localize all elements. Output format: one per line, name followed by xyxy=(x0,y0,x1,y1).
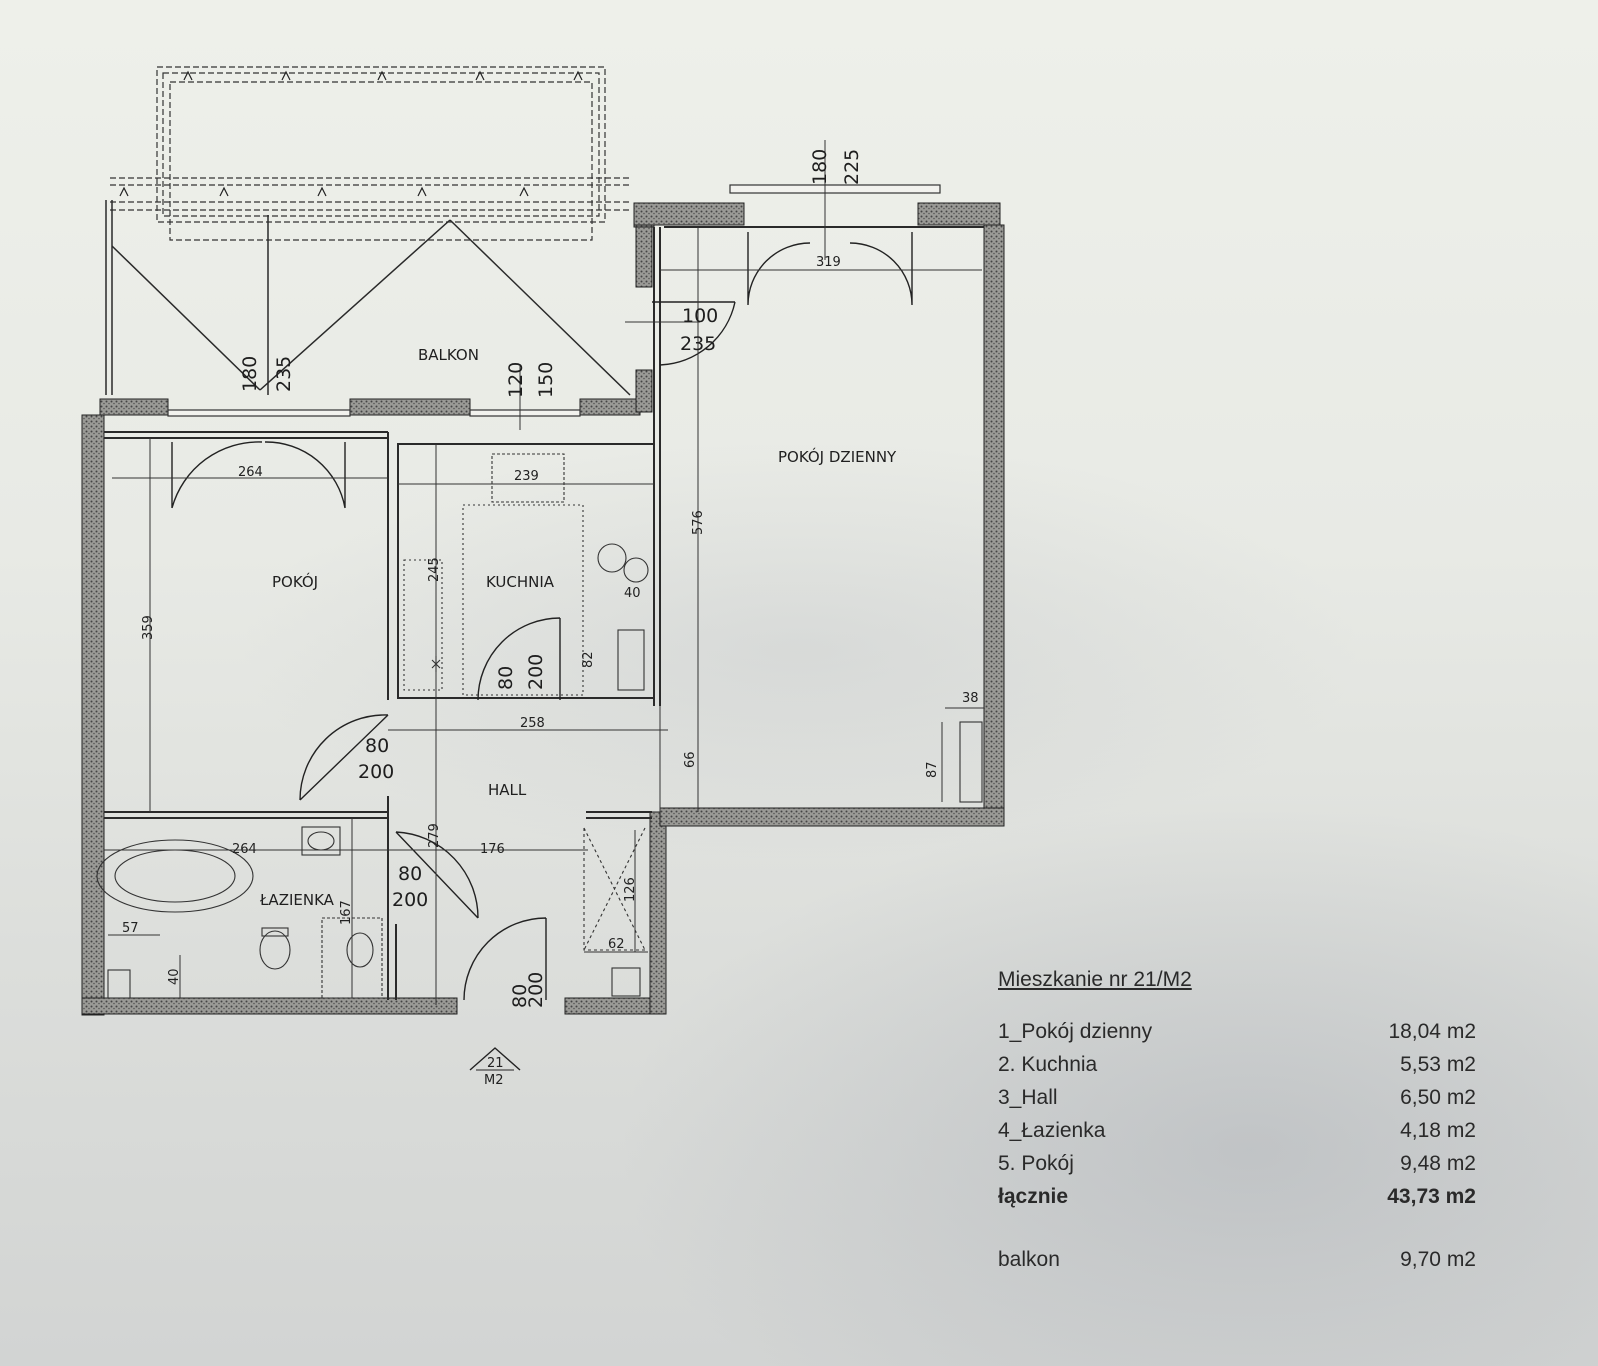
dim-87: 87 xyxy=(925,761,940,778)
dim-82: 82 xyxy=(581,651,596,668)
summary-balcony-name: balkon xyxy=(998,1248,1060,1271)
summary-room-name: 1_Pokój dzienny xyxy=(998,1020,1153,1043)
dim-120: 120 xyxy=(505,362,527,398)
balcony-railing xyxy=(110,66,630,241)
summary-room-area: 4,18 m2 xyxy=(1400,1119,1476,1142)
room-label-balkon: BALKON xyxy=(418,346,479,364)
dim-80-kuchnia: 80 xyxy=(495,666,517,690)
dim-264-a: 264 xyxy=(238,465,263,480)
dim-235-a: 235 xyxy=(680,333,716,355)
dim-40-a: 40 xyxy=(624,586,641,601)
room-label-kuchnia: KUCHNIA xyxy=(486,573,555,591)
summary-room-area: 5,53 m2 xyxy=(1400,1053,1476,1076)
dim-167: 167 xyxy=(339,900,354,925)
room-label-lazienka: ŁAZIENKA xyxy=(259,891,335,909)
dim-80-hall: 80 xyxy=(365,735,389,757)
summary-balcony-area: 9,70 m2 xyxy=(1400,1248,1476,1271)
balcony-anchors xyxy=(119,70,583,197)
summary-total-row: łącznie 43,73 m2 xyxy=(998,1185,1476,1218)
dim-576: 576 xyxy=(691,510,706,535)
summary-total-name: łącznie xyxy=(998,1185,1069,1208)
dim-126: 126 xyxy=(623,877,638,902)
balcony-outline xyxy=(105,200,631,396)
dim-150: 150 xyxy=(535,362,557,398)
dim-279: 279 xyxy=(427,823,442,848)
summary-room-name: 3_Hall xyxy=(998,1086,1058,1109)
dim-200-hall: 200 xyxy=(358,761,394,783)
dim-80-lazienka: 80 xyxy=(398,863,422,885)
dim-225-top: 225 xyxy=(841,149,863,185)
windows xyxy=(167,184,941,417)
dim-239: 239 xyxy=(514,469,539,484)
dim-62: 62 xyxy=(608,937,625,952)
summary-row: 3_Hall 6,50 m2 xyxy=(998,1086,1476,1119)
room-label-hall: HALL xyxy=(488,781,527,799)
room-label-pokoj: POKÓJ xyxy=(272,572,318,591)
summary-room-name: 4_Łazienka xyxy=(998,1119,1106,1142)
summary-row: 2. Kuchnia 5,53 m2 xyxy=(998,1053,1476,1086)
dim-100: 100 xyxy=(682,305,718,327)
dim-180-top: 180 xyxy=(809,149,831,185)
room-label-pokoj-dzienny: POKÓJ DZIENNY xyxy=(778,447,897,466)
dim-38: 38 xyxy=(962,691,979,706)
dim-258: 258 xyxy=(520,716,545,731)
dim-40-b: 40 xyxy=(167,968,182,985)
dim-200-lazienka: 200 xyxy=(392,889,428,911)
dim-264-b: 264 xyxy=(232,842,257,857)
summary-row: 1_Pokój dzienny 18,04 m2 xyxy=(998,1020,1476,1053)
door-swings xyxy=(171,232,913,1001)
dimension-lines xyxy=(104,140,984,1005)
marker-top: 21 xyxy=(487,1056,504,1071)
summary-room-name: 5. Pokój xyxy=(998,1152,1074,1175)
summary-room-area: 9,48 m2 xyxy=(1400,1152,1476,1175)
summary-row: 5. Pokój 9,48 m2 xyxy=(998,1152,1476,1185)
dim-319: 319 xyxy=(816,255,841,270)
walls xyxy=(81,202,1005,1016)
interior-walls xyxy=(104,226,984,1000)
dim-66: 66 xyxy=(683,751,698,768)
dim-180-b: 180 xyxy=(239,356,261,392)
dim-200-entry: 200 xyxy=(525,972,547,1008)
dim-80-entry: 80 xyxy=(509,984,531,1008)
summary-total-area: 43,73 m2 xyxy=(1387,1185,1476,1208)
summary-balcony-row: balkon 9,70 m2 xyxy=(998,1248,1476,1281)
dim-245: 245 xyxy=(427,557,442,582)
dim-359: 359 xyxy=(141,615,156,640)
summary-title: Mieszkanie nr 21/M2 xyxy=(998,968,1192,991)
marker-bottom: M2 xyxy=(484,1073,504,1088)
apartment-marker: 21 M2 xyxy=(469,1047,521,1088)
summary-room-area: 6,50 m2 xyxy=(1400,1086,1476,1109)
dim-57: 57 xyxy=(122,921,139,936)
area-summary: Mieszkanie nr 21/M2 1_Pokój dzienny 18,0… xyxy=(998,968,1498,1281)
summary-row: 4_Łazienka 4,18 m2 xyxy=(998,1119,1476,1152)
summary-room-name: 2. Kuchnia xyxy=(998,1053,1098,1076)
dim-200-kuchnia: 200 xyxy=(525,654,547,690)
summary-room-area: 18,04 m2 xyxy=(1388,1020,1476,1043)
dim-176: 176 xyxy=(480,842,505,857)
dim-235-b: 235 xyxy=(273,356,295,392)
